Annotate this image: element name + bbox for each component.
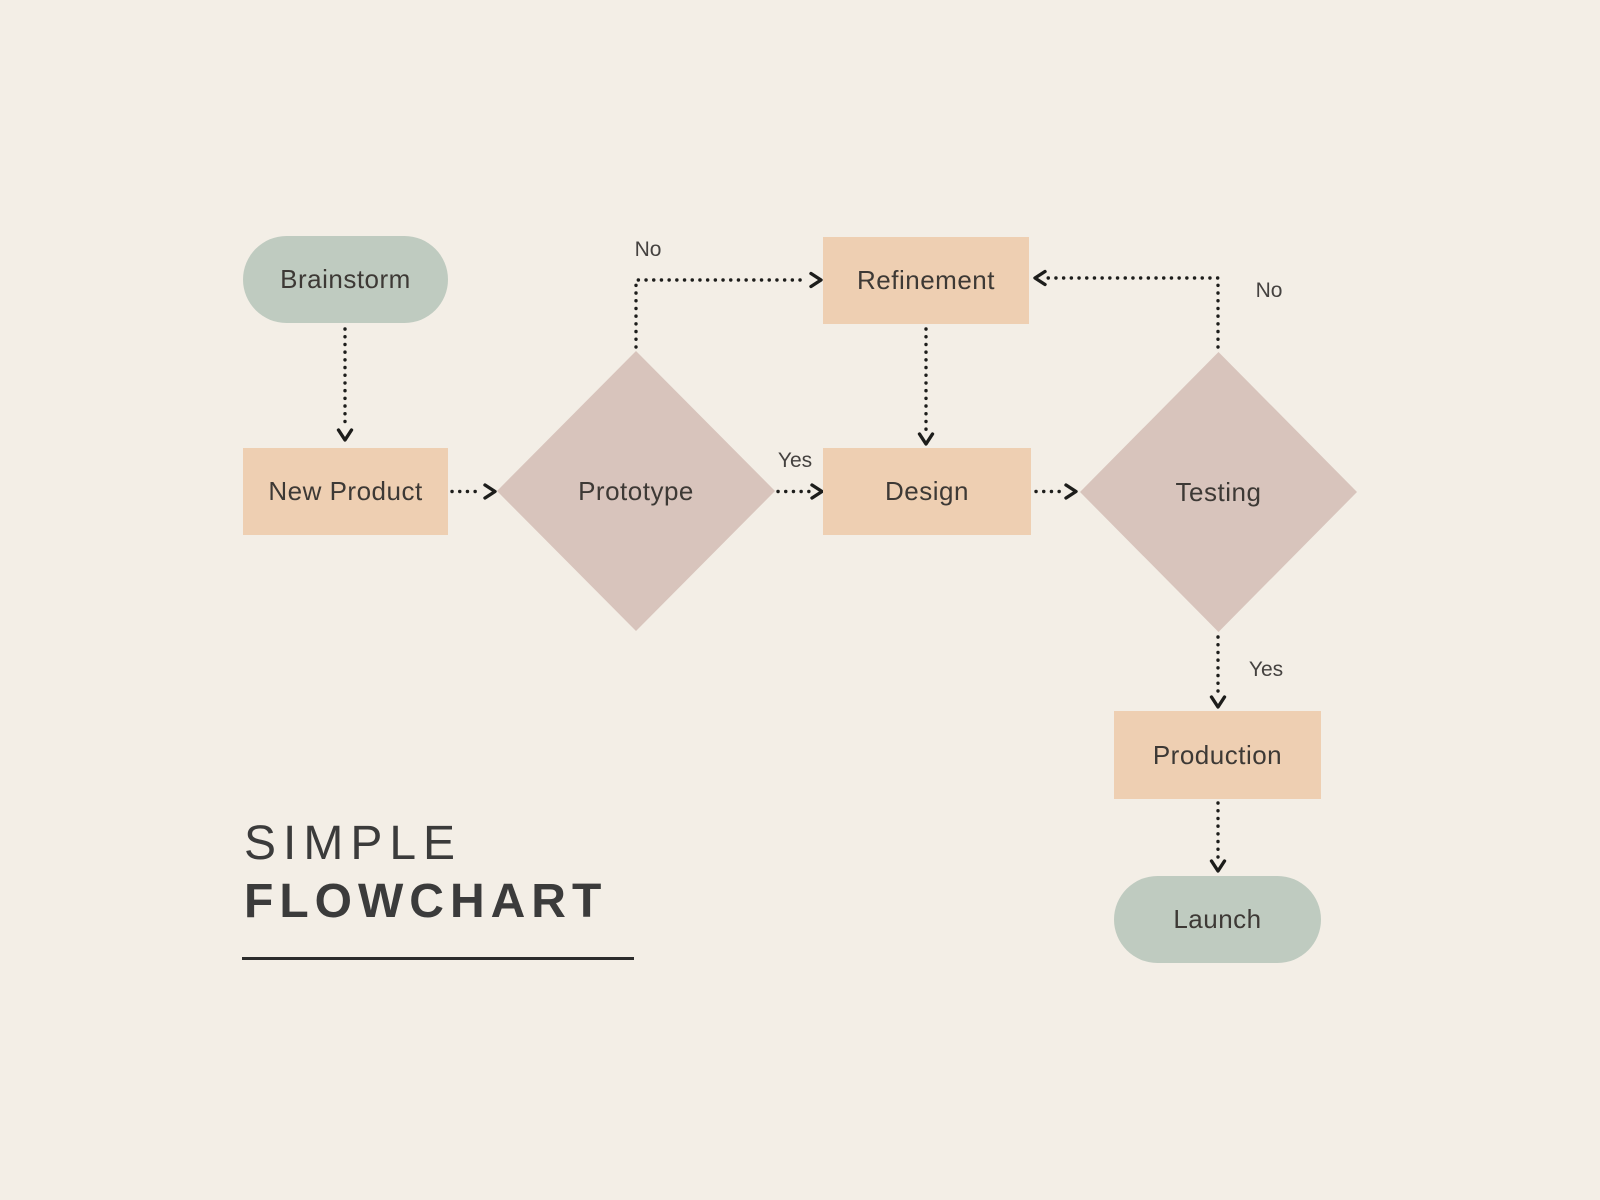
edge-design-to-testing xyxy=(1034,483,1078,500)
node-new-product: New Product xyxy=(243,448,448,535)
edge-refinement-to-design xyxy=(917,327,935,446)
node-testing-label: Testing xyxy=(1175,476,1262,507)
node-production-label: Production xyxy=(1152,739,1283,770)
edge-new-product-to-prototype xyxy=(450,483,497,500)
node-design-label: Design xyxy=(885,476,969,506)
node-new-product-label: New Product xyxy=(268,476,423,506)
node-launch-label: Launch xyxy=(1173,904,1262,934)
node-refinement: Refinement xyxy=(823,237,1029,324)
node-design: Design xyxy=(823,448,1031,535)
edge-label-testing-no: No xyxy=(1255,279,1283,302)
node-prototype-label: Prototype xyxy=(578,475,694,506)
title-underline xyxy=(242,957,634,960)
edge-label-prototype-no: No xyxy=(634,238,662,261)
edge-testing-to-refinement-no xyxy=(1033,269,1220,349)
chart-title: SIMPLE FLOWCHART xyxy=(244,815,607,931)
node-brainstorm: Brainstorm xyxy=(243,236,448,323)
edge-testing-to-production-yes xyxy=(1209,635,1227,709)
edge-production-to-launch xyxy=(1209,801,1227,873)
chart-title-line1: SIMPLE xyxy=(244,817,463,870)
edge-label-prototype-yes: Yes xyxy=(777,449,813,472)
edge-brainstorm-to-new-product xyxy=(336,327,354,442)
chart-title-line2: FLOWCHART xyxy=(244,875,608,928)
edge-prototype-to-refinement-no xyxy=(634,271,823,349)
edge-label-testing-yes: Yes xyxy=(1248,658,1284,681)
node-launch: Launch xyxy=(1114,876,1321,963)
node-production: Production xyxy=(1114,711,1321,799)
node-brainstorm-label: Brainstorm xyxy=(280,264,411,294)
node-refinement-label: Refinement xyxy=(857,265,995,295)
edge-prototype-to-design-yes xyxy=(776,483,824,500)
